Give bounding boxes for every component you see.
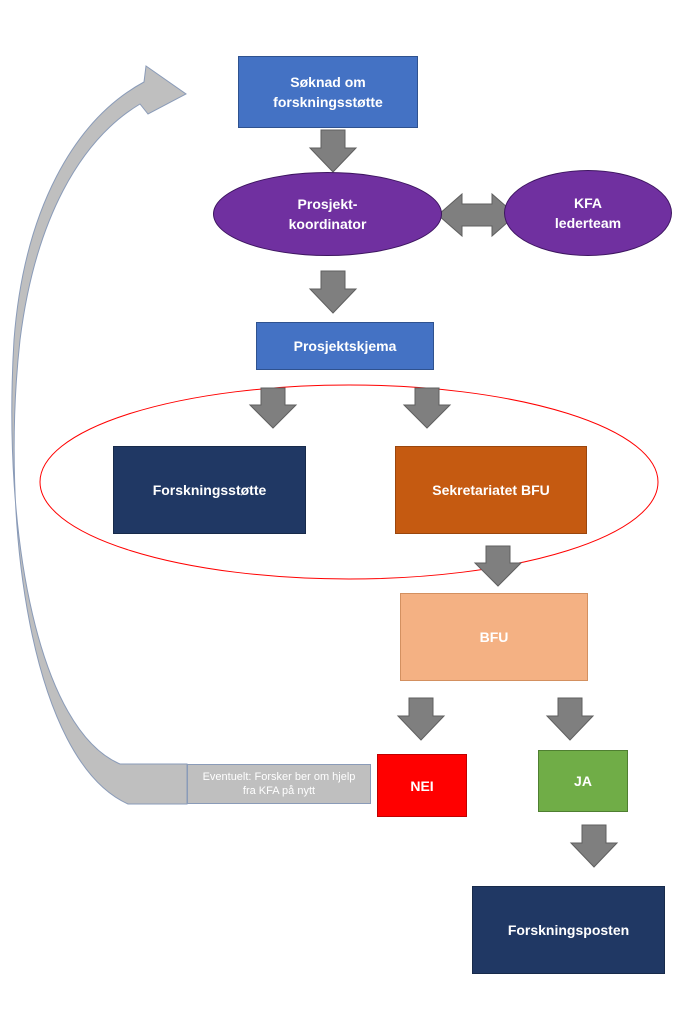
bfu-box: BFU [400, 593, 588, 681]
arrow-down-8 [569, 824, 619, 868]
arrow-down-3 [248, 387, 298, 429]
arrow-down-1 [308, 129, 358, 173]
ja-box: JA [538, 750, 628, 812]
arrow-down-6 [396, 697, 446, 741]
nei-box: NEI [377, 754, 467, 817]
prosjektskjema-box: Prosjektskjema [256, 322, 434, 370]
arrow-down-7 [545, 697, 595, 741]
arrow-down-2 [308, 270, 358, 314]
forskningsposten-box: Forskningsposten [472, 886, 665, 974]
return-curved-arrow [11, 65, 188, 805]
eventuelt-note: Eventuelt: Forsker ber om hjelp fra KFA … [187, 764, 371, 804]
sekretariatet-bfu-box: Sekretariatet BFU [395, 446, 587, 534]
arrow-down-5 [473, 545, 523, 587]
prosjektkoordinator-ellipse: Prosjekt- koordinator [213, 172, 442, 256]
arrow-down-4 [402, 387, 452, 429]
forskningsstotte-box: Forskningsstøtte [113, 446, 306, 534]
highlight-ellipse [39, 384, 659, 580]
kfa-lederteam-ellipse: KFA lederteam [504, 170, 672, 256]
soknad-box: Søknad om forskningsstøtte [238, 56, 418, 128]
